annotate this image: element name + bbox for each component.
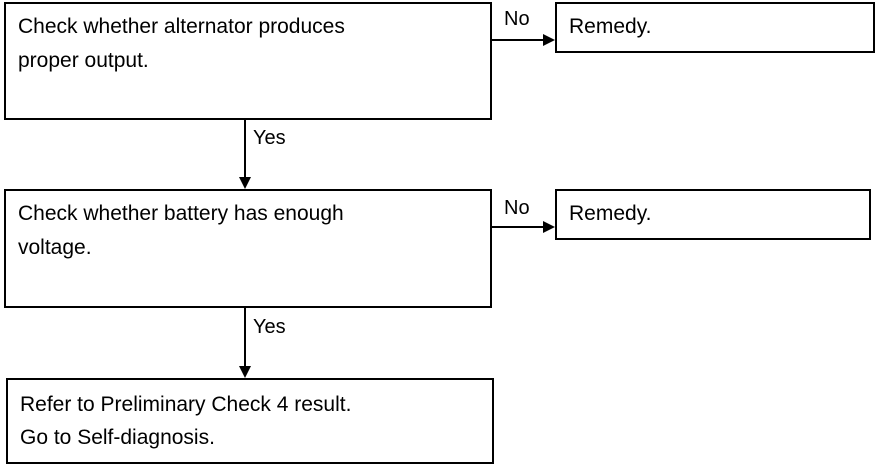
yes-label-1: Yes [253, 127, 286, 149]
step-box-self-diagnosis: Refer to Preliminary Check 4 result. Go … [6, 378, 494, 464]
arrowhead-right-2 [543, 221, 555, 233]
no-label-2: No [504, 197, 530, 219]
yes-label-2: Yes [253, 316, 286, 338]
arrowhead-right-1 [543, 34, 555, 46]
arrowhead-down-1 [239, 177, 251, 189]
step-box-battery-check: Check whether battery has enough voltage… [4, 189, 492, 308]
no-label-1: No [504, 8, 530, 30]
remedy-box-1: Remedy. [555, 2, 875, 53]
arrowhead-down-2 [239, 366, 251, 378]
remedy-box-2: Remedy. [555, 189, 871, 240]
step-box-alternator-check: Check whether alternator produces proper… [4, 2, 492, 120]
